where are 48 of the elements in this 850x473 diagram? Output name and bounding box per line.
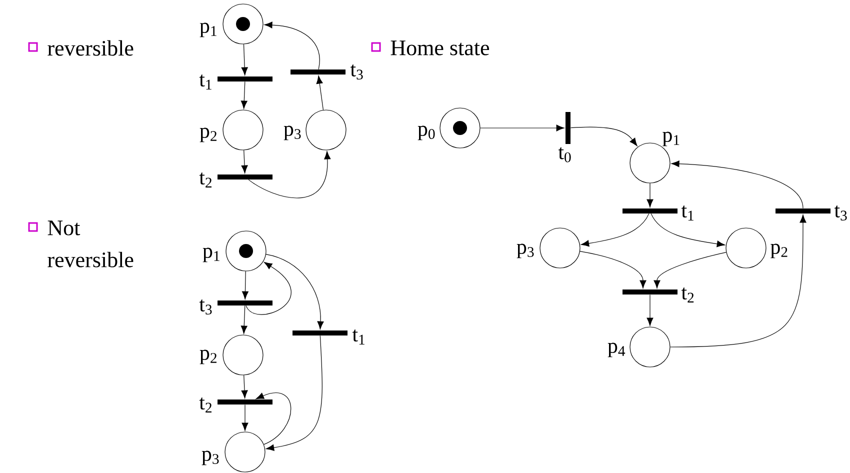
transition-label: t$_{3}$ bbox=[350, 64, 363, 80]
place-label: p$_{2}$ bbox=[770, 244, 788, 258]
transition-label: t$_{1}$ bbox=[352, 330, 364, 344]
place-label: p$_{2}$ bbox=[200, 350, 216, 364]
transition-label: t$_{2}$ bbox=[199, 172, 212, 188]
arrow bbox=[671, 160, 804, 209]
arrow bbox=[240, 81, 248, 109]
arrow bbox=[242, 404, 248, 431]
arrow bbox=[580, 251, 646, 288]
bullet-text: reversible bbox=[48, 40, 134, 56]
arrow bbox=[264, 22, 320, 70]
bullet-text: Not reversible bbox=[48, 220, 134, 268]
transition-label: t$_{3}$ bbox=[199, 299, 212, 315]
place-label: p$_{3}$ bbox=[284, 126, 301, 140]
arrow bbox=[246, 262, 292, 315]
transition-label: t$_{2}$ bbox=[681, 288, 694, 302]
arrow bbox=[266, 254, 324, 330]
place-label: p$_{4}$ bbox=[608, 342, 626, 358]
transition-label: t$_{1}$ bbox=[681, 206, 694, 220]
arrow bbox=[650, 213, 726, 248]
place-label: p$_{3}$ bbox=[202, 450, 219, 466]
arrow bbox=[654, 252, 726, 288]
arrow bbox=[241, 44, 248, 76]
arrow bbox=[670, 214, 806, 348]
arrow bbox=[241, 374, 248, 398]
arrow bbox=[646, 183, 654, 208]
arrow bbox=[256, 392, 292, 445]
place-label: p$_{3}$ bbox=[516, 244, 534, 258]
arrow bbox=[646, 294, 654, 326]
place-label: p$_{0}$ bbox=[418, 126, 435, 140]
bullet-text: Home state bbox=[390, 40, 490, 56]
place-label: p$_{1}$ bbox=[662, 132, 680, 146]
transition-label: t$_{3}$ bbox=[834, 205, 847, 221]
arrow bbox=[240, 305, 248, 334]
transition-label: t$_{0}$ bbox=[558, 147, 571, 162]
place-label: p$_{1}$ bbox=[202, 248, 220, 262]
arrow bbox=[316, 76, 324, 110]
arrow bbox=[570, 126, 638, 146]
place-label: p$_{2}$ bbox=[200, 128, 216, 142]
arrow bbox=[248, 151, 331, 198]
arrow bbox=[480, 124, 564, 132]
arrow bbox=[241, 150, 248, 174]
transition-label: t$_{1}$ bbox=[199, 74, 212, 90]
arrow bbox=[580, 213, 650, 247]
place-label: p$_{1}$ bbox=[200, 22, 216, 38]
arrow bbox=[266, 335, 322, 451]
transition-label: t$_{2}$ bbox=[199, 398, 212, 412]
arrow bbox=[242, 270, 248, 300]
